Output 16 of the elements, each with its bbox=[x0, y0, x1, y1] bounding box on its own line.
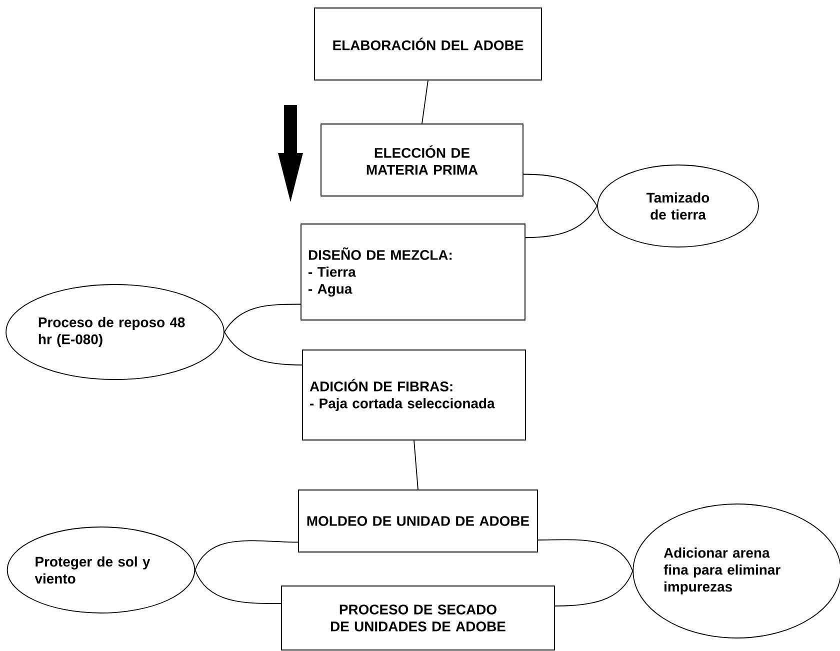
connector-line bbox=[224, 304, 301, 332]
connector-line bbox=[194, 540, 298, 570]
process-box: DISEÑO DE MEZCLA: - Tierra - Agua bbox=[300, 224, 526, 320]
process-box: PROCESO DE SECADO DE UNIDADES DE ADOBE bbox=[281, 586, 555, 650]
connector-line bbox=[224, 332, 302, 366]
connector-line bbox=[525, 206, 598, 238]
process-box: ELECCIÓN DE MATERIA PRIMA bbox=[320, 124, 524, 196]
connector-line bbox=[523, 174, 598, 206]
connector-line bbox=[414, 440, 418, 490]
process-box: ELABORACIÓN DEL ADOBE bbox=[314, 8, 542, 80]
connector-line bbox=[194, 570, 282, 604]
connector-line bbox=[554, 570, 634, 606]
connector-line bbox=[422, 80, 428, 124]
process-box: MOLDEO DE UNIDAD DE ADOBE bbox=[298, 490, 538, 552]
connector-line bbox=[538, 539, 634, 572]
process-box: ADICIÓN DE FIBRAS: - Paja cortada seleccionada bbox=[302, 350, 526, 440]
